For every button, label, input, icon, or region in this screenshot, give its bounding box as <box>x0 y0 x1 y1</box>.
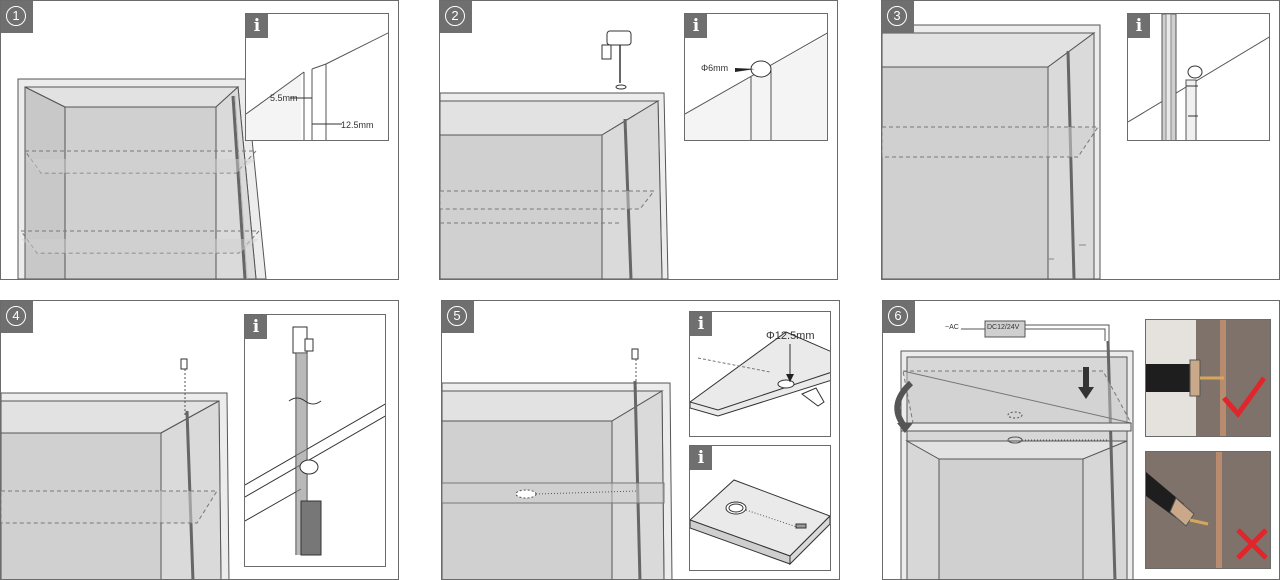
gap-offset-label: 12.5mm <box>341 120 374 130</box>
step-5-panel: 5 i Φ12.5mm i <box>441 300 840 580</box>
shelf-hole-drawing <box>690 331 830 417</box>
info-icon: i <box>1128 14 1150 38</box>
step-5-badge: 5 <box>442 301 474 333</box>
step-number: 2 <box>445 6 465 26</box>
step-5-info-inset-top: i Φ12.5mm <box>689 311 831 437</box>
drill-icon <box>601 30 632 90</box>
step-number: 6 <box>888 306 908 326</box>
step-1-illustration <box>17 78 267 279</box>
step-4-panel: 4 i <box>0 300 399 580</box>
info-icon: i <box>245 315 267 339</box>
info-icon: i <box>690 446 712 470</box>
cross-icon <box>1236 528 1268 560</box>
step-4-illustration <box>1 358 230 579</box>
hole-diameter-label: Φ6mm <box>701 63 729 73</box>
step-2-badge: 2 <box>440 1 472 33</box>
connector-insert-drawing <box>245 326 385 556</box>
step-3-badge: 3 <box>882 1 914 33</box>
info-icon: i <box>246 14 268 38</box>
step-number: 1 <box>6 6 26 26</box>
step-6-panel: 6 ~AC DC12/24V <box>882 300 1280 580</box>
step-3-illustration <box>882 24 1101 279</box>
step-1-badge: 1 <box>1 1 33 33</box>
step-6-illustration <box>894 320 1134 579</box>
correct-install-photo <box>1145 319 1271 437</box>
step-6-badge: 6 <box>883 301 915 333</box>
hole-diameter-label: Φ12.5mm <box>766 330 815 342</box>
wire-channel-drawing <box>690 479 830 566</box>
ac-input-label: ~AC <box>945 324 959 331</box>
step-4-badge: 4 <box>1 301 33 333</box>
step-number: 5 <box>447 306 467 326</box>
step-3-panel: 3 i <box>881 0 1280 280</box>
strip-insert-drawing <box>1128 14 1269 140</box>
step-3-info-inset: i <box>1127 13 1270 141</box>
step-2-info-inset: i Φ6mm <box>684 13 828 141</box>
step-1-panel: 1 i 5.5mm 12.5mm <box>0 0 399 280</box>
incorrect-install-photo <box>1145 451 1271 569</box>
step-number: 4 <box>6 306 26 326</box>
hole-detail-drawing <box>685 32 827 140</box>
step-4-info-inset: i <box>244 314 386 567</box>
step-5-illustration <box>442 348 673 579</box>
checkmark-icon <box>1222 376 1267 419</box>
step-1-info-inset: i 5.5mm 12.5mm <box>245 13 389 141</box>
gap-detail-drawing <box>246 32 388 140</box>
step-2-illustration <box>440 30 669 279</box>
info-icon: i <box>690 312 712 336</box>
gap-depth-label: 5.5mm <box>270 93 298 103</box>
driver-label: DC12/24V <box>987 324 1020 331</box>
info-icon: i <box>685 14 707 38</box>
step-number: 3 <box>887 6 907 26</box>
step-5-info-inset-bottom: i <box>689 445 831 571</box>
step-2-panel: 2 i Φ6mm <box>439 0 838 280</box>
